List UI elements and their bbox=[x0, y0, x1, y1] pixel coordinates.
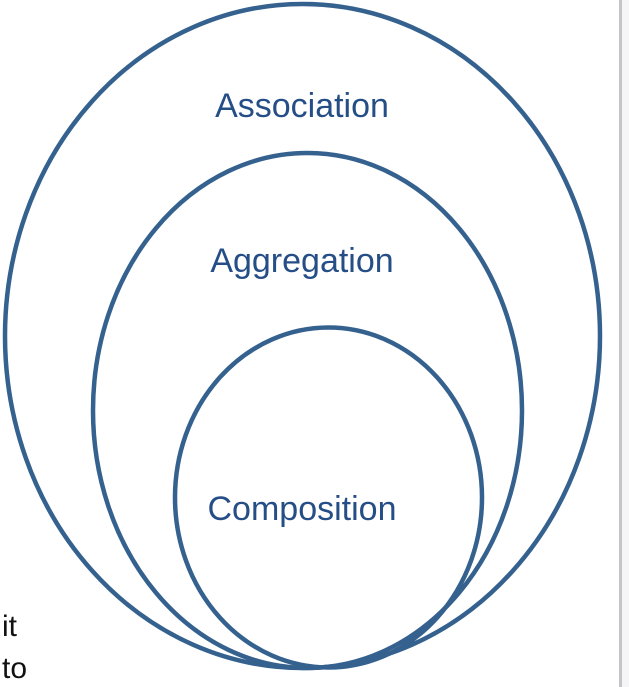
composition-label: Composition bbox=[207, 490, 397, 528]
composition-ellipse bbox=[172, 325, 485, 670]
body-text-fragment-line1: it bbox=[2, 610, 17, 643]
association-label: Association bbox=[215, 87, 389, 125]
aggregation-label: Aggregation bbox=[210, 242, 394, 280]
page-edge-line bbox=[619, 0, 622, 687]
page-margin-strip bbox=[622, 0, 629, 687]
body-text-fragment-line2: to bbox=[2, 652, 28, 685]
